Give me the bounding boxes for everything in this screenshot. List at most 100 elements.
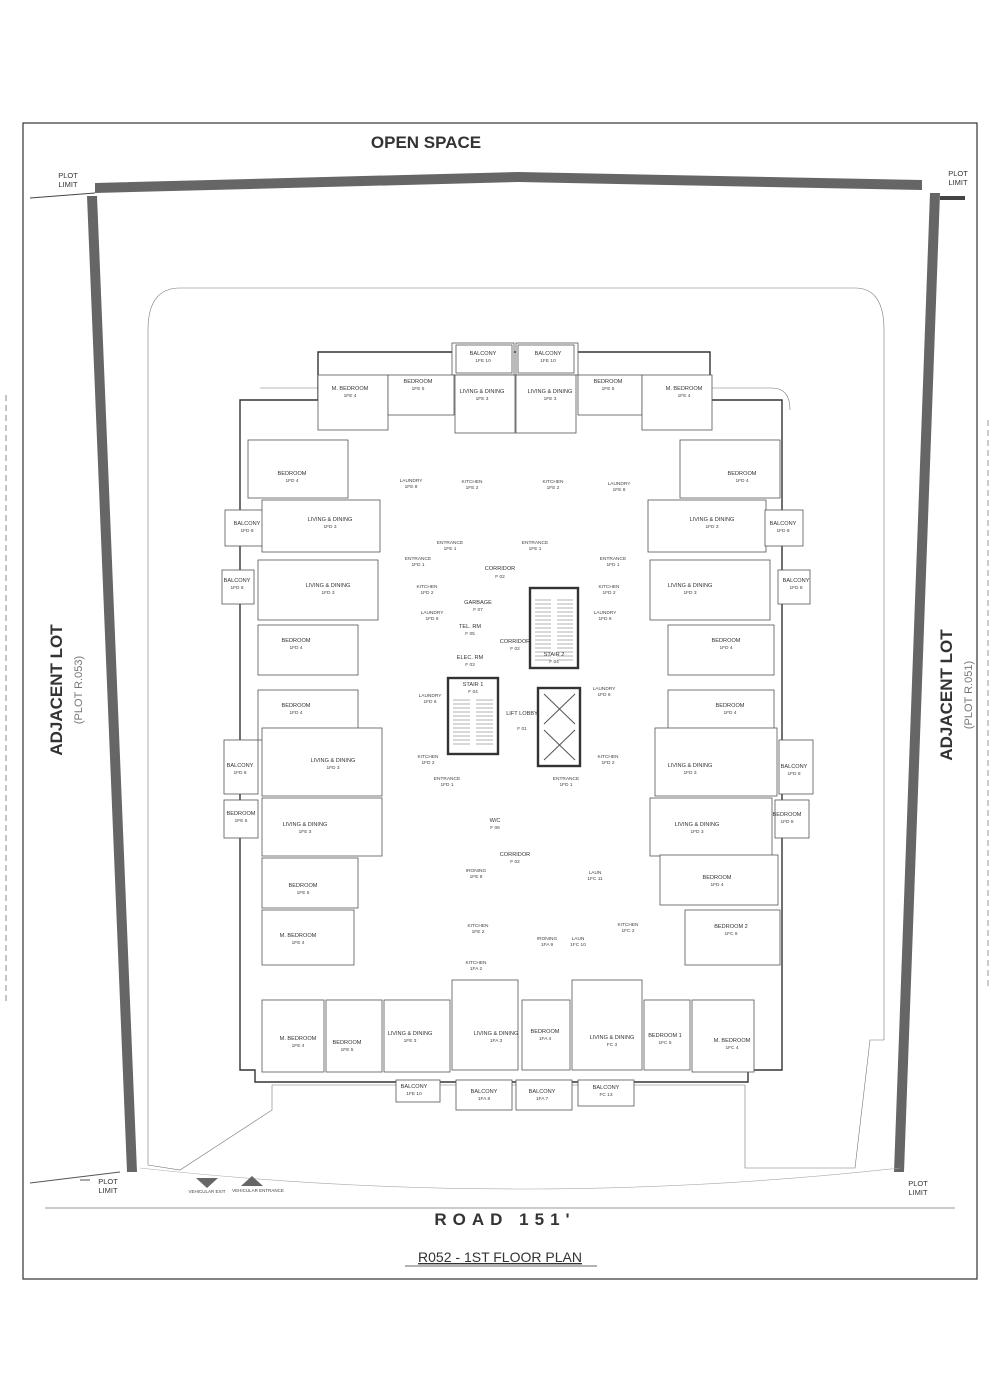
room-code: 1FD 8	[233, 770, 246, 776]
room-name: LIVING & DINING	[668, 763, 713, 769]
service-room-code: 1FD 2	[602, 590, 615, 596]
room-outline	[515, 1079, 573, 1111]
room-name: LIVING & DINING	[675, 822, 720, 828]
room-code: 1FE 4	[292, 940, 305, 946]
room-outline	[224, 509, 264, 547]
service-room-code: 1FD 2	[420, 590, 433, 596]
room-code: 1FD 4	[289, 710, 302, 716]
sheet-border	[22, 122, 978, 1280]
plot-limit-tr-2: LIMIT	[948, 178, 968, 187]
service-room-code: 1FD 1	[411, 562, 424, 568]
plan-title: R052 - 1ST FLOOR PLAN	[418, 1249, 582, 1265]
open-space-label: OPEN SPACE	[371, 133, 481, 152]
room-name: BEDROOM	[594, 379, 623, 385]
room-outline	[659, 854, 779, 906]
svg-text:F 02: F 02	[510, 859, 520, 865]
service-room-code: 1FE 2	[547, 485, 560, 491]
service-room-name: KITCHEN	[598, 584, 620, 590]
svg-text:F 06: F 06	[490, 825, 500, 831]
room-outline	[261, 999, 325, 1073]
service-room-code: 1FD 6	[425, 616, 438, 622]
room-name: BALCONY	[535, 351, 562, 357]
service-room-code: 1FD 2	[601, 760, 614, 766]
room-name: BALCONY	[781, 764, 808, 770]
plot-boundary-top	[95, 172, 922, 193]
service-room-code: 1FE 8	[613, 487, 626, 493]
room-name: LIVING & DINING	[528, 389, 573, 395]
svg-text:F 07: F 07	[473, 607, 483, 613]
room-name: BEDROOM 2	[714, 924, 748, 930]
service-room-name: LAUN	[572, 936, 585, 942]
room-code: 1FE 10	[406, 1091, 422, 1097]
room-code: 1FD 3	[690, 829, 703, 835]
room-code: FC 13	[599, 1092, 612, 1098]
room-code: 1FD 8	[789, 585, 802, 591]
room-name: BALCONY	[227, 763, 254, 769]
service-room-code: 1FE 1	[444, 546, 457, 552]
room-name: BALCONY	[529, 1089, 556, 1095]
room-outline	[679, 439, 781, 499]
service-room-name: KITCHEN	[617, 922, 639, 928]
room-name: M. BEDROOM	[280, 933, 317, 939]
room-name: BEDROOM	[289, 883, 318, 889]
room-name: LIVING & DINING	[590, 1035, 635, 1041]
room-outline	[223, 739, 259, 795]
room-name: LIVING & DINING	[308, 517, 353, 523]
service-room-code: 1FD 6	[423, 699, 436, 705]
service-room-name: ENTRANCE	[600, 556, 626, 562]
core-tel-rm: TEL. RM	[459, 624, 481, 630]
room-name: BEDROOM	[728, 471, 757, 477]
service-room-code: 1FA 9	[541, 942, 554, 948]
service-room-code: 1FD 1	[559, 782, 572, 788]
room-name: BALCONY	[593, 1085, 620, 1091]
core-corridor-low: CORRIDOR	[500, 852, 530, 858]
room-code: 1FD 3	[323, 524, 336, 530]
room-outline	[649, 559, 771, 621]
room-code: 1FD 8	[787, 771, 800, 777]
left-adjacent-lot: ADJACENT LOT	[47, 624, 66, 756]
room-name: BEDROOM	[703, 875, 732, 881]
service-room-name: ENTRANCE	[437, 540, 463, 546]
vehicular-entrance-label: VEHICULAR ENTRANCE	[232, 1188, 284, 1193]
room-name: BEDROOM	[227, 811, 256, 817]
room-code: 1FA 4	[539, 1036, 552, 1042]
room-code: 1FD 3	[326, 765, 339, 771]
service-room-code: 1FE 2	[472, 929, 485, 935]
room-outline	[691, 999, 755, 1073]
core-corridor-mid: CORRIDOR	[500, 639, 530, 645]
vehicular-entrance-arrow	[241, 1176, 263, 1186]
room-name: BALCONY	[783, 578, 810, 584]
plot-limit-tl-2: LIMIT	[58, 180, 78, 189]
service-room-code: 1FD 6	[598, 616, 611, 622]
room-name: BEDROOM	[333, 1040, 362, 1046]
service-room-name: LAUNDRY	[400, 478, 424, 484]
room-name: BALCONY	[470, 351, 497, 357]
plot-limit-tl-1: PLOT	[58, 171, 78, 180]
room-name: BEDROOM	[712, 638, 741, 644]
service-room-name: LAUNDRY	[593, 686, 617, 692]
service-room-code: 1FE 8	[470, 874, 483, 880]
left-plot-number: (PLOT R.053)	[73, 656, 85, 724]
room-outline	[451, 979, 519, 1071]
plot-limit-br-1: PLOT	[908, 1179, 928, 1188]
room-name: LIVING & DINING	[668, 583, 713, 589]
room-code: 1FD 4	[719, 645, 732, 651]
room-name: LIVING & DINING	[388, 1031, 433, 1037]
room-outline	[647, 499, 767, 553]
room-code: 1FC 6	[724, 931, 737, 937]
room-name: LIVING & DINING	[460, 389, 505, 395]
room-outline	[778, 739, 814, 795]
plot-limit-tr-1: PLOT	[948, 169, 968, 178]
room-outline	[774, 799, 810, 839]
room-code: 1FD 4	[710, 882, 723, 888]
service-room-name: KITCHEN	[597, 754, 619, 760]
service-room-code: 1FA 2	[470, 966, 483, 972]
service-room-code: 1FC 2	[621, 928, 634, 934]
plot-limit-br-2: LIMIT	[908, 1188, 928, 1197]
room-outline	[455, 344, 513, 374]
room-outline	[221, 569, 255, 605]
service-room-code: 1FD 1	[606, 562, 619, 568]
room-code: 1FA 7	[536, 1096, 549, 1102]
service-room-name: LAUN	[589, 870, 602, 876]
room-code: 1FD 3	[683, 590, 696, 596]
